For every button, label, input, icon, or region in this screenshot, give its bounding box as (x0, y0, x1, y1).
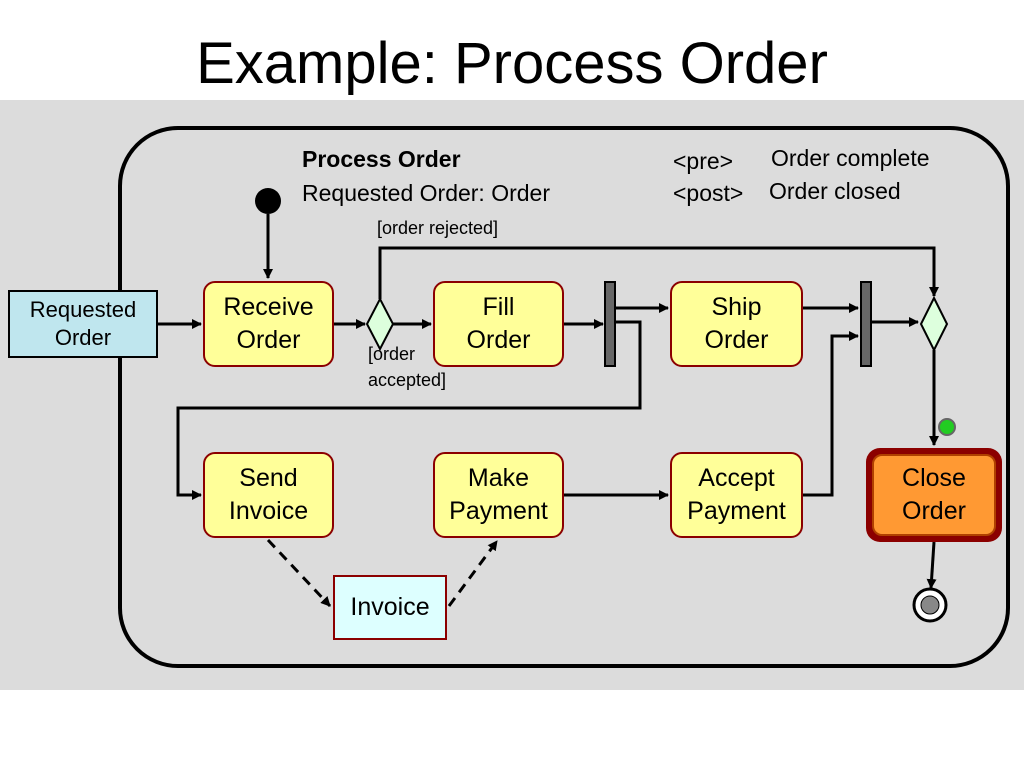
merge-node (919, 295, 949, 353)
action-label-line1: Fill (482, 293, 515, 321)
flow-fork-to-send-invoice (176, 320, 642, 500)
join-bar (860, 281, 872, 367)
object-label-line1: Requested (29, 297, 137, 322)
action-accept-payment[interactable]: Accept Payment (670, 452, 803, 538)
objectflow-send-invoice-to-invoice (266, 538, 332, 608)
activity-parameter: Requested Order: Order (302, 180, 551, 206)
flow-close-to-final (926, 541, 937, 589)
action-label-line1: Receive (223, 293, 314, 321)
decision-node (365, 296, 395, 352)
action-label-line1: Close (902, 464, 966, 492)
fork-bar (604, 281, 616, 367)
objectflow-invoice-to-make-payment (447, 540, 499, 607)
object-label-line2: Order (54, 325, 112, 350)
action-make-payment[interactable]: Make Payment (433, 452, 564, 538)
action-send-invoice[interactable]: Send Invoice (203, 452, 334, 538)
action-label-line1: Accept (698, 464, 775, 492)
activity-frame (118, 126, 1010, 668)
object-invoice[interactable]: Invoice (333, 575, 447, 640)
action-label-line2: Order (466, 326, 531, 354)
action-ship-order[interactable]: Ship Order (670, 281, 803, 367)
guard-order-accepted-line2: accepted] (368, 370, 447, 390)
guard-order-rejected: [order rejected] (377, 218, 499, 238)
action-label-line2: Payment (449, 497, 548, 525)
postcondition-text: Order closed (769, 178, 901, 204)
action-close-order[interactable]: Close Order (866, 448, 1002, 542)
flow-order-rejected (378, 246, 939, 299)
initial-node (255, 188, 281, 214)
slide-title: Example: Process Order (196, 31, 828, 96)
action-label-line2: Order (704, 326, 769, 354)
action-label-line2: Order (902, 497, 966, 525)
flow-accept-payment-to-join (803, 331, 859, 497)
action-label-line2: Invoice (228, 497, 309, 525)
action-label-line1: Ship (711, 293, 762, 321)
guard-order-accepted-line1: [order (368, 344, 416, 364)
action-receive-order[interactable]: Receive Order (203, 281, 334, 367)
postcondition-tag: <post> (673, 180, 744, 206)
active-token-dot (938, 418, 956, 436)
action-close-order-body: Close Order (872, 454, 996, 536)
action-fill-order[interactable]: Fill Order (433, 281, 564, 367)
activity-name: Process Order (302, 146, 461, 172)
diagram-panel (0, 100, 1024, 690)
action-label-line1: Make (467, 464, 530, 492)
action-label-line2: Order (236, 326, 301, 354)
activity-final-dot (920, 595, 940, 615)
precondition-tag: <pre> (673, 148, 734, 174)
object-requested-order[interactable]: Requested Order (8, 290, 158, 358)
action-label-line2: Payment (687, 497, 786, 525)
precondition-text: Order complete (771, 145, 930, 171)
action-label-line1: Send (239, 464, 298, 492)
